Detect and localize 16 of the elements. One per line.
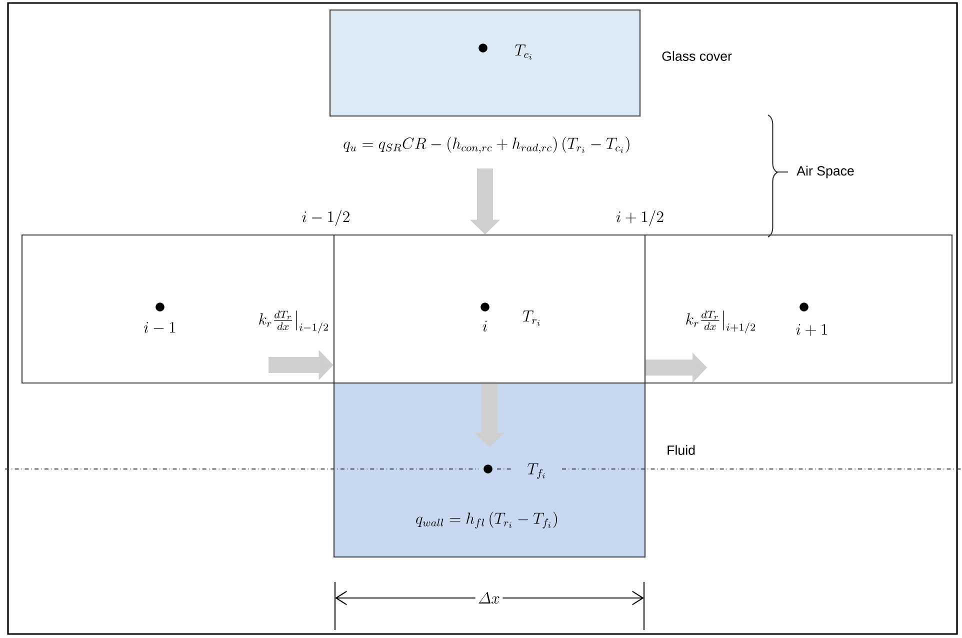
heat-flux-formula: $q_u = q_{SR}CR - \left(h_{con,rc} + h_{rad,rc}\right)\left(T_{r_i} - T_{c_i}\right)$ <box>342 135 632 155</box>
index-label: $i-1$ <box>144 322 176 333</box>
boundary-label: $i-1/2$ <box>299 207 353 229</box>
temperature-label: $T_{f_i}$ <box>526 462 548 480</box>
boundary-label: $i+1/2$ <box>613 207 667 229</box>
temperature-label: $T_{r_i}$ <box>522 310 540 326</box>
region-label: Glass cover <box>662 51 732 61</box>
index-label: $i+1$ <box>796 324 827 336</box>
dimension-label: $\varDelta x$ <box>475 590 503 606</box>
index-label: $i$ <box>482 320 487 332</box>
flux-formula: $\left. k_r \frac{dT_r}{dx}\right|_{i+1/2}$ <box>686 310 756 334</box>
region-label: Fluid <box>668 445 695 455</box>
temperature-label: $T_{c_i}$ <box>514 44 532 60</box>
wall-flux-formula: $q_{wall} = h_{fl}\left(T_{r_i} - T_{f_i}\right)$ <box>416 512 557 528</box>
flux-formula: $\left. k_r \frac{dT_r}{dx}\right|_{i-1/2}$ <box>259 310 328 334</box>
region-label: Air Space <box>796 166 854 178</box>
